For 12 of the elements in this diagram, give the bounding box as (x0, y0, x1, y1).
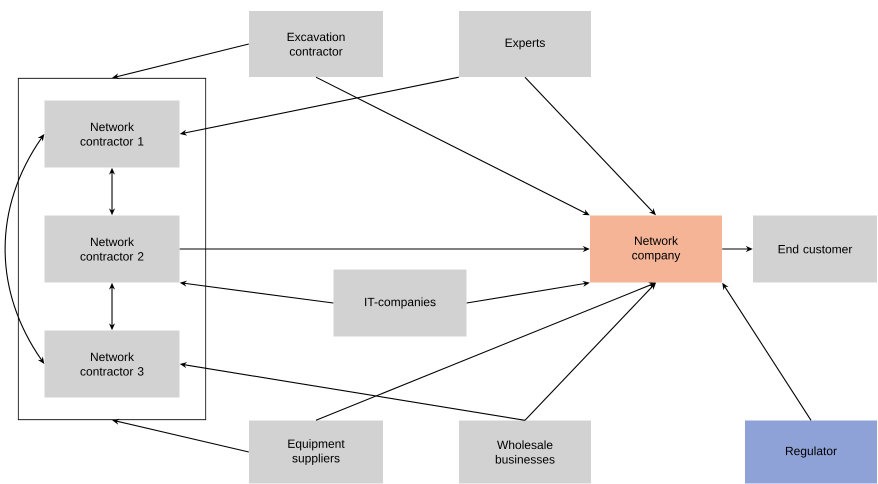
process-box: Equipment suppliers (249, 420, 383, 484)
process-box: Network contractor 3 (44, 330, 180, 398)
process-box: Network company (590, 216, 722, 282)
process-box: Experts (459, 11, 591, 77)
process-box: Excavation contractor (249, 11, 383, 77)
process-box: End customer (753, 216, 877, 282)
process-box: Wholesale businesses (459, 420, 591, 484)
group-frame (18, 78, 206, 420)
process-box: Network contractor 1 (44, 100, 180, 168)
process-box: IT-companies (334, 270, 466, 336)
process-box: Network contractor 2 (44, 216, 180, 282)
process-box: Regulator (745, 420, 877, 484)
